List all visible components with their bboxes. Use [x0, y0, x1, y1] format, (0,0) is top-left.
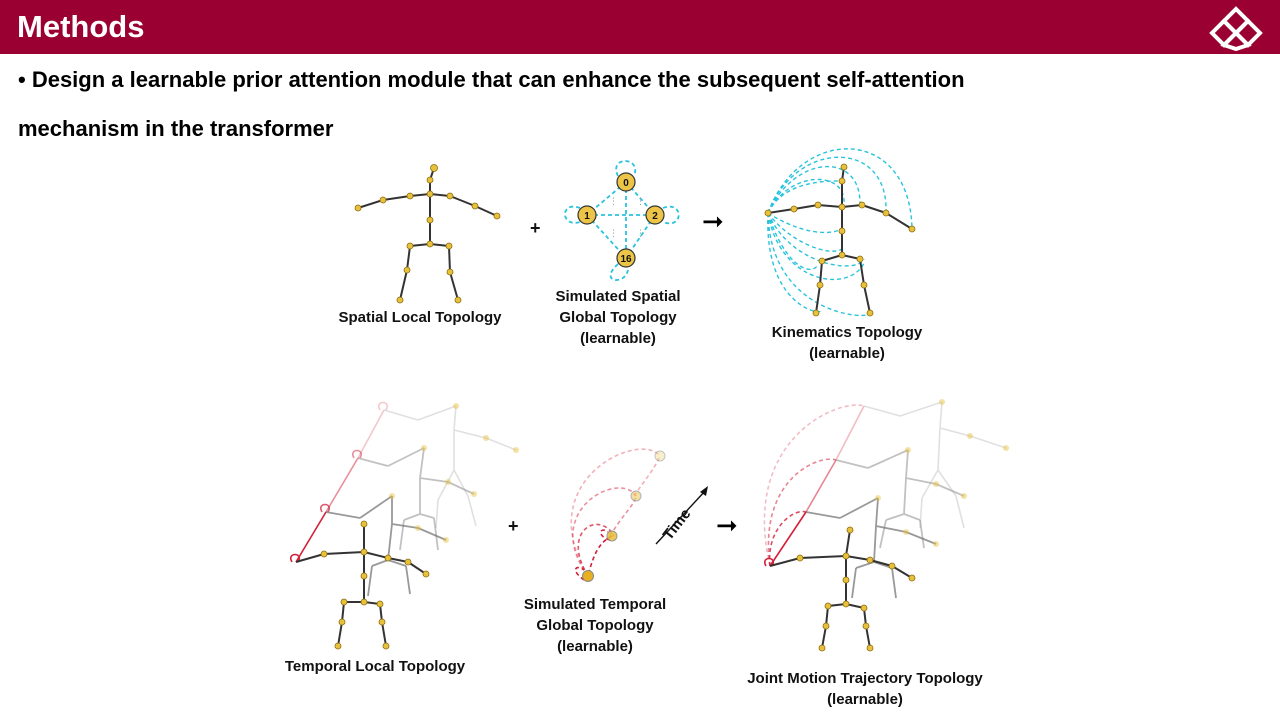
header-bar: Methods — [0, 0, 1280, 54]
spatial-local-skeleton — [354, 164, 501, 304]
time-arrow-icon — [655, 486, 708, 545]
node-1: 1 — [584, 211, 590, 222]
node-0: 0 — [623, 178, 629, 189]
caption-line: (learnable) — [557, 638, 633, 655]
bullet-line-1: • Design a learnable prior attention mod… — [18, 67, 965, 92]
temporal-local-caption: Temporal Local Topology — [284, 658, 466, 675]
caption-line: Joint Motion Trajectory Topology — [747, 670, 983, 687]
right-arrow-icon: ➞ — [716, 510, 738, 540]
svg-text:⋮: ⋮ — [636, 228, 645, 238]
bullet-line-2: mechanism in the transformer — [18, 116, 334, 141]
spatial-global-graph: ⋮ ⋮ ⋮ ⋮ 0 1 2 16 — [564, 160, 680, 281]
spatial-local-caption: Spatial Local Topology — [338, 309, 502, 326]
caption-line: Global Topology — [536, 617, 654, 634]
plus-sign-spatial: + — [530, 218, 541, 238]
caption-line: Simulated Spatial — [555, 288, 681, 305]
svg-text:⋮: ⋮ — [609, 228, 618, 238]
caption-line: Simulated Temporal — [523, 596, 667, 613]
kinematics-caption: Kinematics Topology (learnable) — [752, 322, 942, 364]
trajectory-caption: Joint Motion Trajectory Topology (learna… — [730, 668, 1000, 710]
svg-text:⋮: ⋮ — [636, 196, 645, 206]
slide-title: Methods — [17, 9, 145, 44]
kinematics-skeleton — [764, 148, 916, 317]
right-arrow-icon: ➞ — [702, 206, 724, 236]
plus-sign-temporal: + — [508, 516, 519, 536]
node-16: 16 — [620, 254, 632, 265]
node-2: 2 — [652, 211, 658, 222]
caption-line: Kinematics Topology — [771, 324, 923, 341]
caption-line: (learnable) — [580, 330, 656, 347]
caption-line: (learnable) — [809, 345, 885, 362]
university-logo-icon — [1209, 6, 1263, 51]
spatial-global-caption: Simulated Spatial Global Topology (learn… — [528, 286, 708, 349]
svg-text:⋮: ⋮ — [609, 196, 618, 206]
caption-line: Global Topology — [559, 309, 677, 326]
temporal-global-caption: Simulated Temporal Global Topology (lear… — [495, 594, 695, 657]
caption-line: (learnable) — [827, 691, 903, 708]
temporal-global-graph — [570, 448, 666, 582]
trajectory-skeletons — [763, 399, 1009, 652]
temporal-local-skeletons — [289, 401, 519, 650]
